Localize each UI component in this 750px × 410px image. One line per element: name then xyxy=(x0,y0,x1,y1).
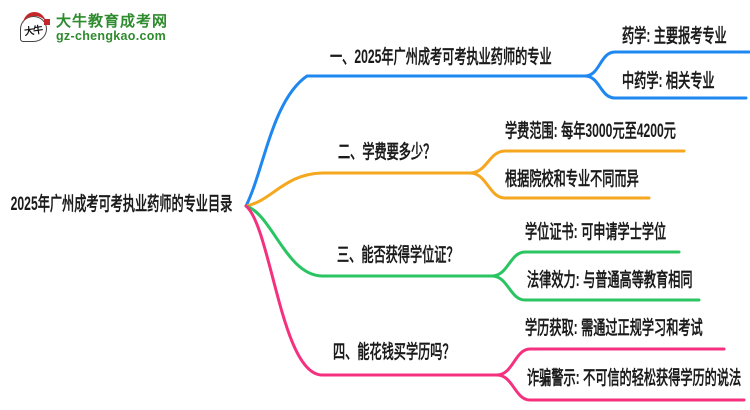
logo-brand-name: 大牛教育成考网 xyxy=(56,13,169,30)
branch-2-label: 二、学费要多少？ xyxy=(338,142,436,163)
branch-3-child-2-label: 法律效力: 与普通高等教育相同 xyxy=(527,270,693,291)
branch-2-child-2-connector xyxy=(468,171,651,200)
branch-3-label: 三、能否获得学位证？ xyxy=(337,245,459,266)
branch-2-child-1-label: 学费范围: 每年3000元至4200元 xyxy=(505,121,676,142)
branch-4-child-2-connector xyxy=(495,373,746,402)
branch-1-child-2-label: 中药学: 相关专业 xyxy=(622,71,715,92)
root-node-label: 2025年广州成考可考执业药师的专业目录 xyxy=(10,194,232,215)
logo-domain: gz-chengkao.com xyxy=(56,29,167,43)
branch-3-curve xyxy=(244,204,494,278)
branch-2-curve xyxy=(244,171,472,208)
logo-red-seal xyxy=(44,19,50,25)
branch-1-child-2-connector xyxy=(583,74,748,100)
branch-3-child-1-label: 学位证书: 可申请学士学位 xyxy=(525,222,667,243)
branch-1-label: 一、2025年广州成考可考执业药师的专业 xyxy=(330,47,552,68)
branch-4-child-1-connector xyxy=(495,347,726,377)
logo-text-block: 大牛教育成考网 gz-chengkao.com xyxy=(56,13,168,43)
branch-3-child-1-connector xyxy=(490,250,681,278)
branch-4-child-1-label: 学历获取: 需通过正规学习和考试 xyxy=(525,318,703,339)
logo-red-arc xyxy=(23,12,46,24)
branch-3-child-2-connector xyxy=(490,274,701,302)
branch-1-curve xyxy=(244,74,587,208)
branch-4-child-2-label: 诈骗警示: 不可信的轻松获得学历的说法 xyxy=(527,368,742,389)
branch-4-label: 四、能花钱买学历吗？ xyxy=(333,342,455,363)
branch-1-child-1-label: 药学: 主要报考专业 xyxy=(622,26,727,47)
branch-2-child-2-label: 根据院校和专业不同而异 xyxy=(505,169,639,190)
site-logo[interactable]: 大牛 大牛教育成考网 gz-chengkao.com xyxy=(20,12,168,45)
branch-4-curve xyxy=(244,204,499,377)
logo-bull-icon: 大牛 xyxy=(20,12,50,45)
